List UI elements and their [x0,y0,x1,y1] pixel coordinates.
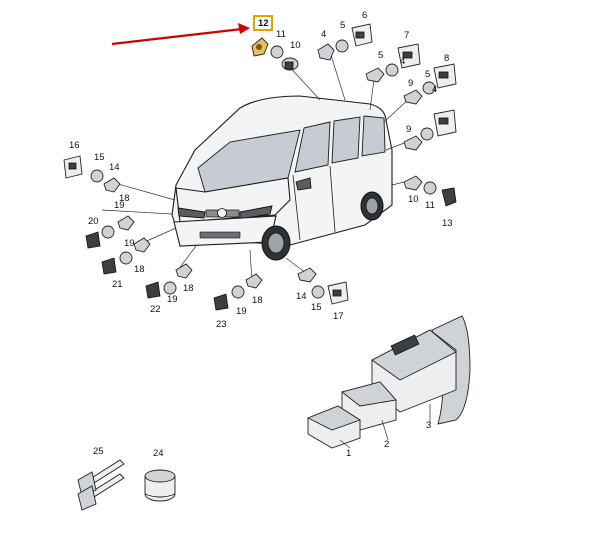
callout-8: 8 [444,53,449,64]
control-unit-3 [371,329,457,413]
callout-12: 12 [258,18,269,29]
callout-20: 20 [88,216,99,227]
callout-7: 7 [404,30,409,41]
callout-10: 10 [408,194,419,205]
sensor-group-right-4 [403,175,457,207]
callout-15: 15 [311,302,322,313]
callout-9: 9 [408,78,413,89]
callout-5: 5 [378,50,383,61]
callout-19: 19 [124,238,135,249]
callout-4: 4 [400,56,405,67]
callout-11: 11 [425,200,435,211]
sensor-group-bottom-right [297,267,349,305]
callout-3: 3 [426,420,431,431]
callout-17: 17 [333,311,344,322]
callout-11: 11 [276,29,286,40]
callout-14: 14 [296,291,307,302]
sensor-group-roof [317,23,373,61]
removal-tool-pair [77,459,125,511]
van-illustration [171,95,393,261]
sensor-group-right-1 [365,43,421,83]
callout-4: 4 [321,29,326,40]
trim-ring [144,469,176,502]
callout-16: 16 [69,140,80,151]
callout-24: 24 [153,448,164,459]
callout-4: 4 [432,84,437,95]
callout-21: 21 [112,279,123,290]
callout-2: 2 [384,439,389,450]
control-unit-leaders [339,404,431,449]
sensor-group-right-3 [403,109,457,151]
callout-22: 22 [150,304,161,315]
callout-18: 18 [183,283,194,294]
callout-15: 15 [94,152,105,163]
callout-10: 10 [290,40,301,51]
sensor-group-left-1 [63,155,121,193]
callout-18: 18 [134,264,145,275]
callout-18: 18 [252,295,263,306]
callout-19: 19 [167,294,178,305]
sensor-group-right-2 [403,63,457,105]
callout-14: 14 [109,162,120,173]
callout-23: 23 [216,319,227,330]
callout-18: 18 [119,193,130,204]
pointer-arrow [111,23,250,46]
callout-6: 6 [362,10,367,21]
sensor-group-left-4 [145,263,193,299]
callout-25: 25 [93,446,104,457]
sensor-group-top [251,15,299,71]
callout-19: 19 [114,200,125,211]
callout-19: 19 [236,306,247,317]
sensor-group-left-3 [101,237,151,275]
callout-13: 13 [442,218,453,229]
callout-9: 9 [406,124,411,135]
control-unit-1 [306,405,362,449]
sensor-group-left-2 [85,215,135,249]
callout-5: 5 [425,69,430,80]
callout-1: 1 [346,448,351,459]
callout-5: 5 [340,20,345,31]
sensor-group-bottom-center [213,273,263,311]
